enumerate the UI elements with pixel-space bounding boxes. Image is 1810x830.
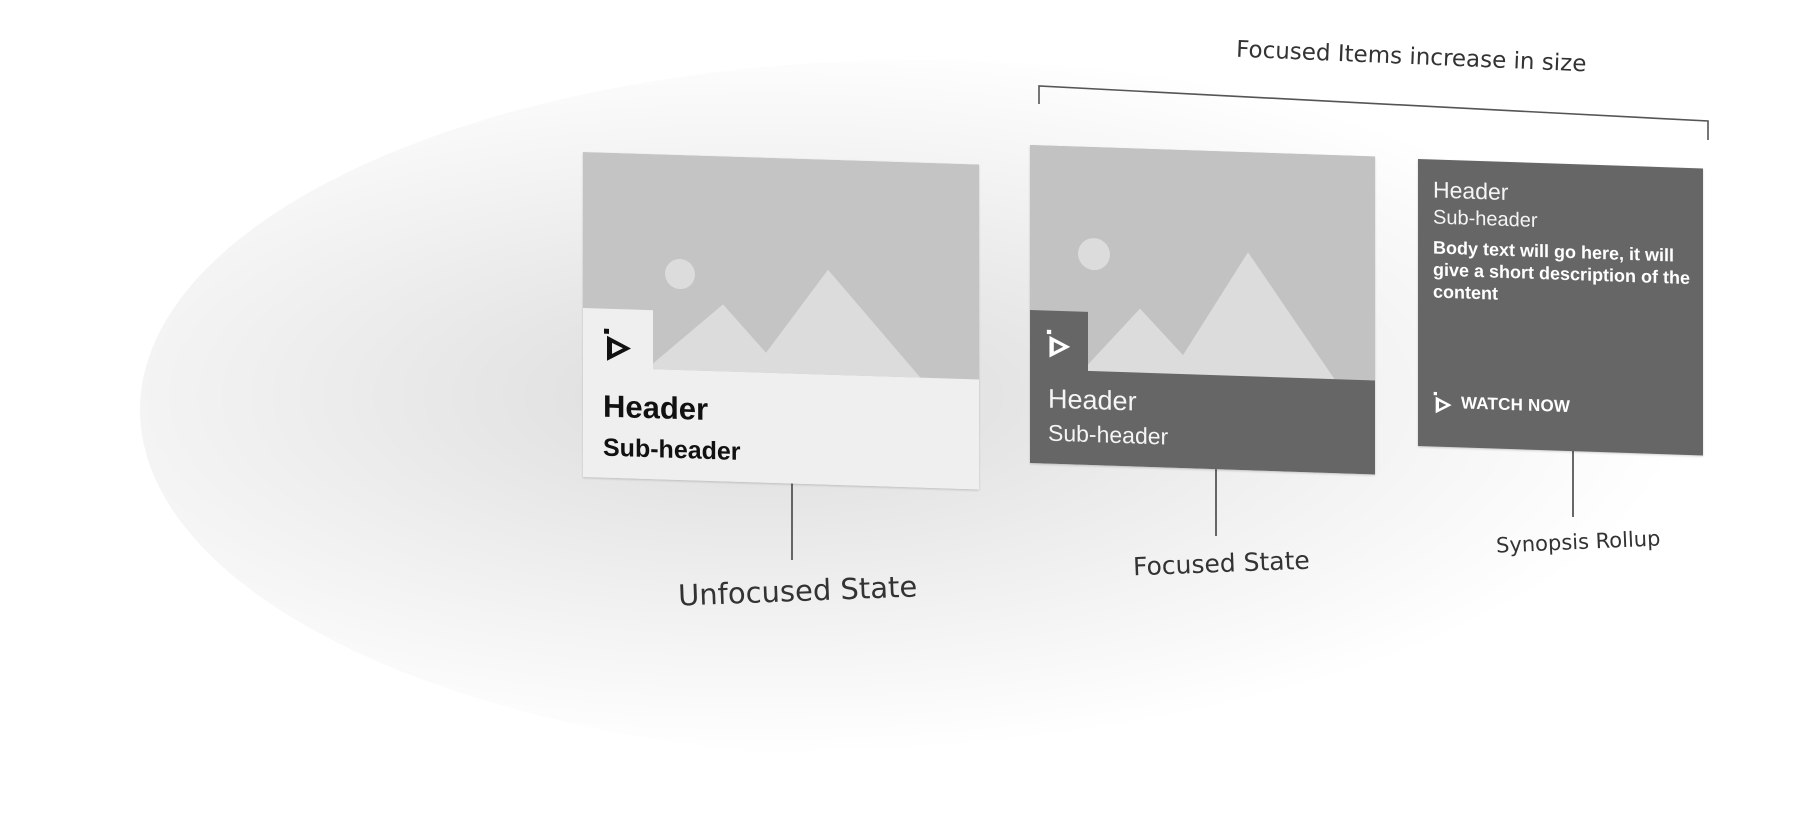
watch-now-label: WATCH NOW [1461, 393, 1571, 417]
card-text-panel: Header Sub-header [1030, 369, 1375, 475]
card-subheader: Sub-header [1048, 419, 1169, 450]
synopsis-body: Body text will go here, it will give a s… [1433, 237, 1691, 304]
image-placeholder-icon [1075, 238, 1340, 385]
brand-logo-icon [1046, 329, 1071, 358]
brand-logo-icon [604, 328, 631, 361]
card-header: Header [603, 388, 709, 427]
synopsis-subheader: Sub-header [1433, 206, 1538, 232]
size-bracket [1038, 85, 1709, 140]
brand-logo-icon [1433, 391, 1452, 414]
card-text-panel: Header Sub-header [583, 378, 979, 490]
card-header: Header [1048, 383, 1137, 417]
synopsis-header: Header [1433, 176, 1509, 206]
watch-now-button[interactable]: WATCH NOW [1433, 389, 1570, 420]
unfocused-card[interactable]: Header Sub-header [583, 152, 979, 490]
synopsis-card[interactable]: Header Sub-header Body text will go here… [1418, 159, 1703, 456]
image-placeholder [1030, 145, 1375, 385]
brand-tile [1030, 310, 1088, 378]
image-placeholder [583, 152, 979, 380]
brand-tile [583, 308, 653, 383]
image-placeholder-icon [643, 259, 923, 380]
card-subheader: Sub-header [603, 433, 741, 466]
focused-card[interactable]: Header Sub-header [1030, 145, 1375, 475]
